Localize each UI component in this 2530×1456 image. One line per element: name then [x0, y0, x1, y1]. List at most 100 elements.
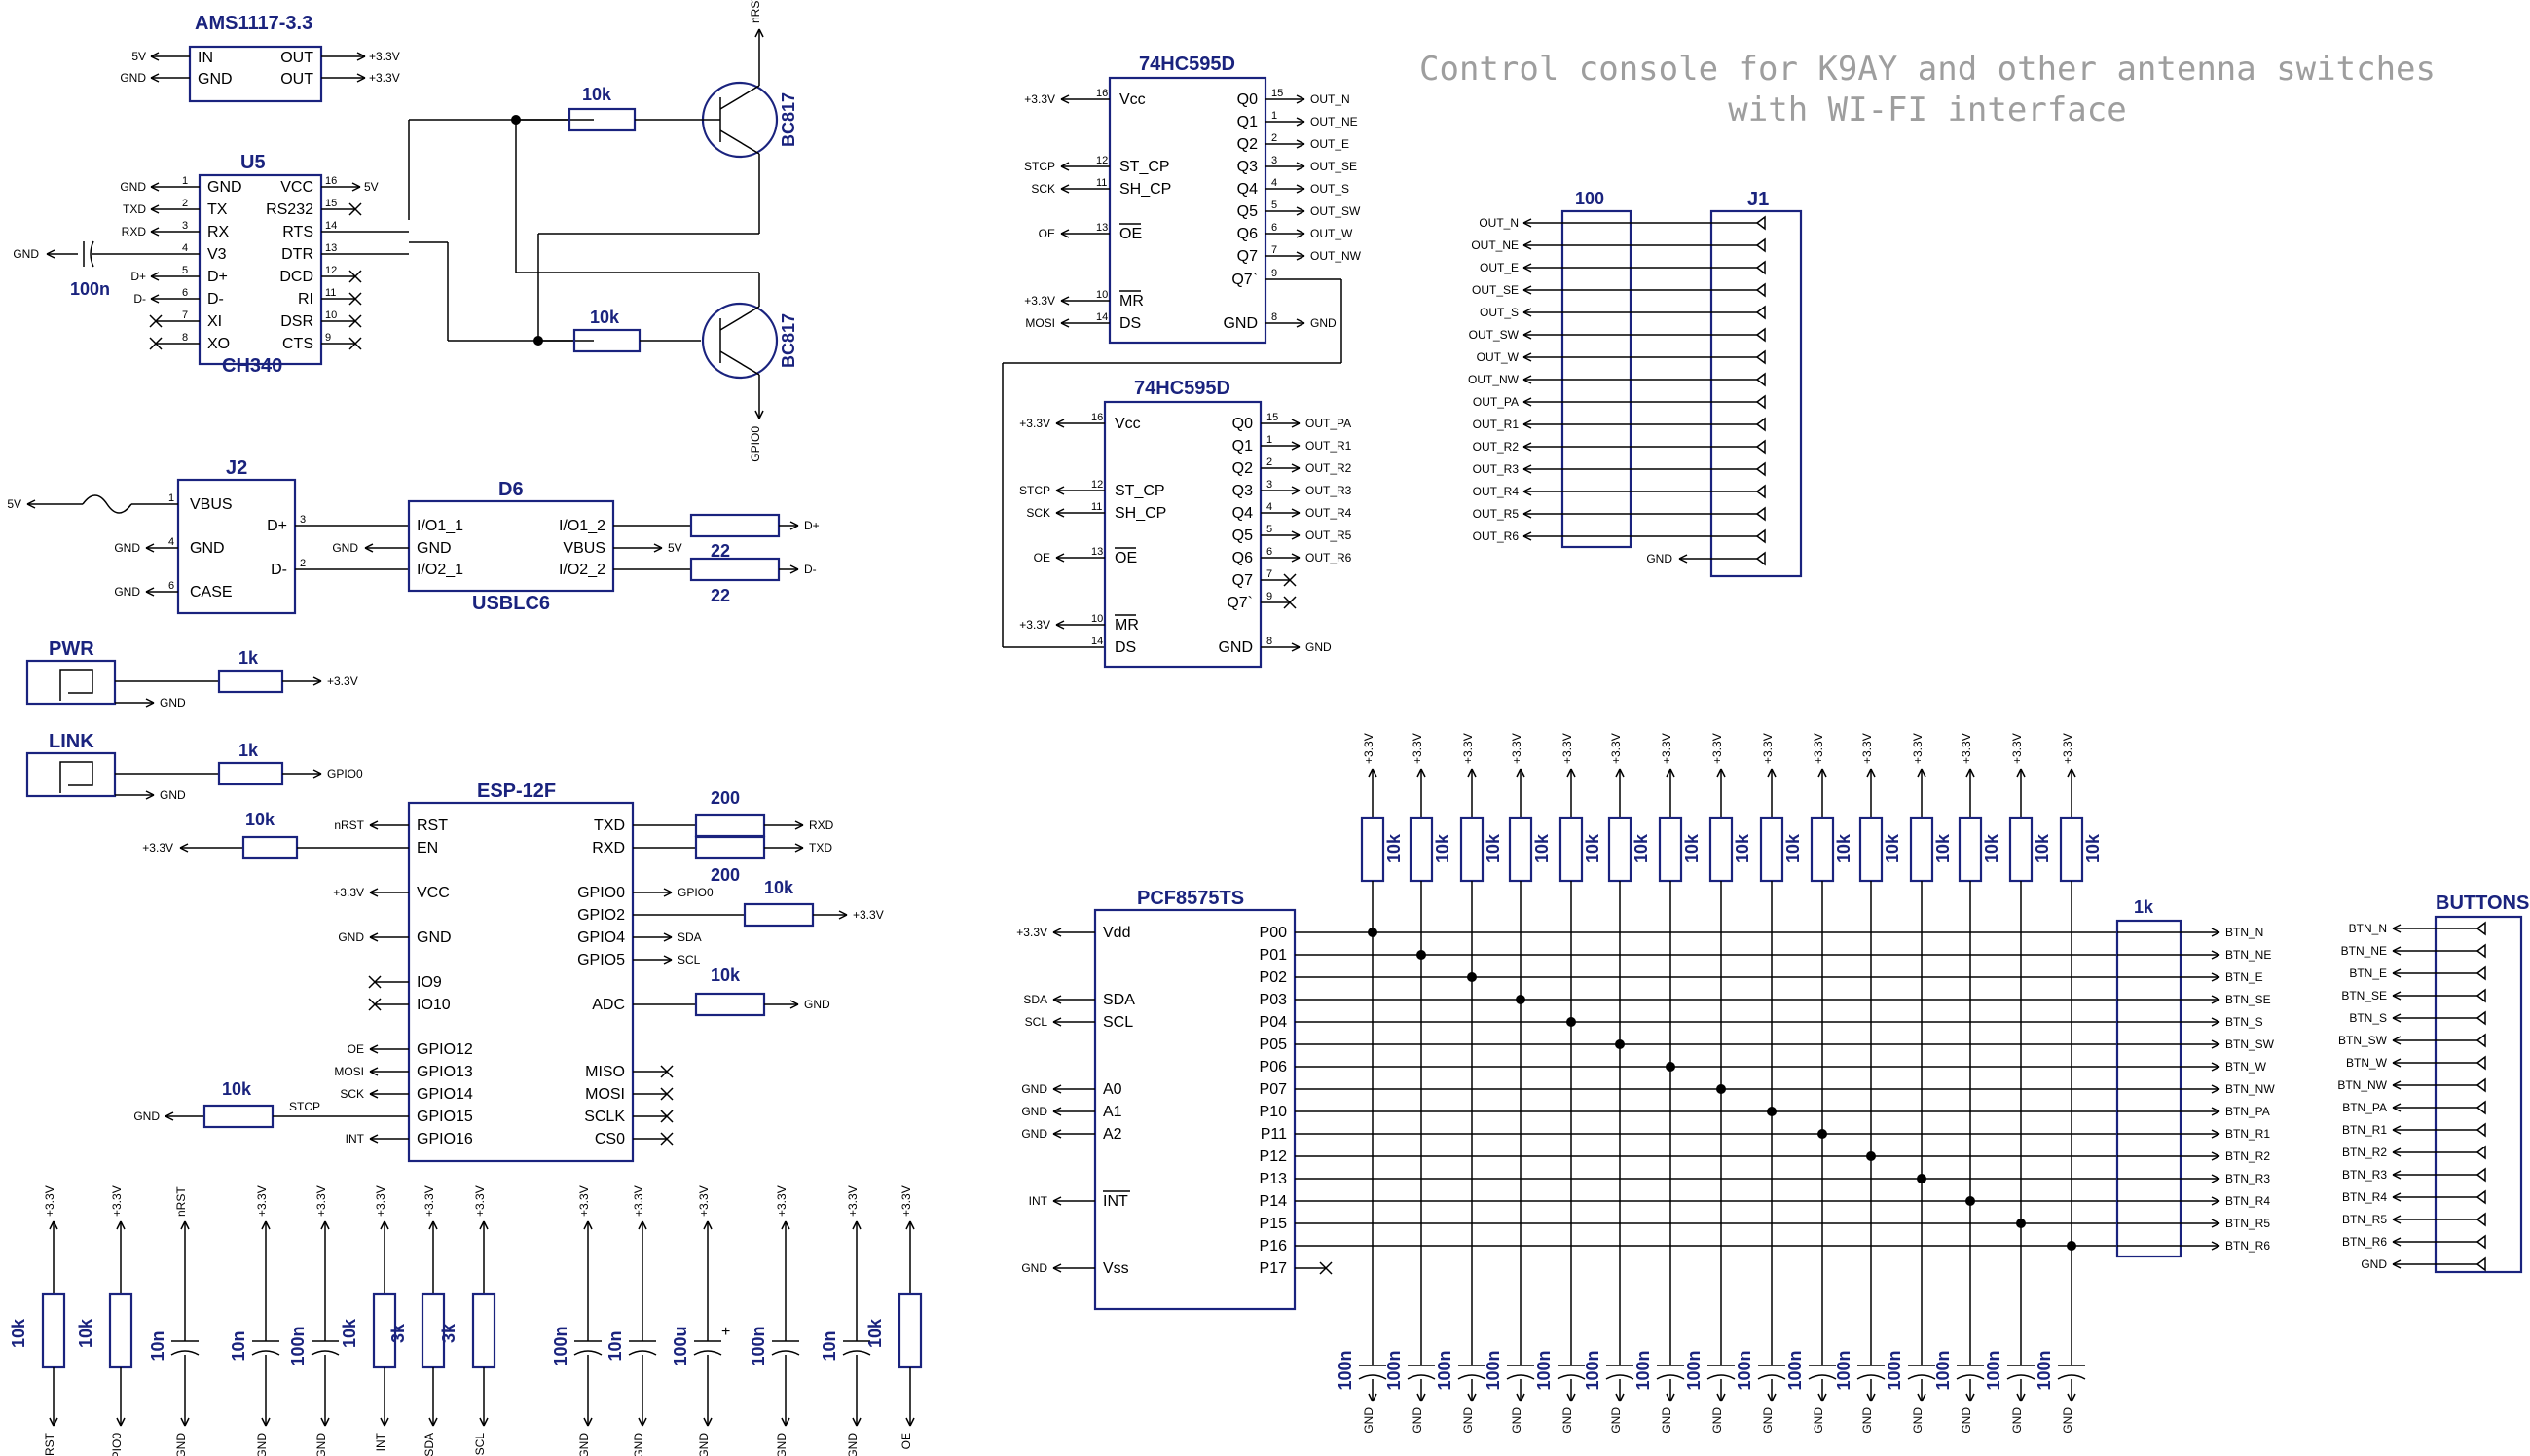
net-label: GND	[120, 71, 146, 85]
pin-label: Q3	[1237, 159, 1258, 175]
net-label: GND	[1660, 1407, 1673, 1434]
pin-icon	[2475, 1256, 2486, 1272]
net-label: GND	[1646, 552, 1672, 565]
arrow-right-icon	[1296, 117, 1305, 127]
arrow-left-icon	[1060, 229, 1070, 238]
arrow-right-icon	[2211, 1241, 2220, 1251]
net-label: +3.3V	[632, 1185, 645, 1217]
resistor-array-value: 1k	[2134, 897, 2154, 917]
arrow-left-icon	[1522, 531, 1532, 541]
ic-pcf8575: PCF8575TSVdd+3.3VSDASDASCLSCLA0GNDA1GNDA…	[1016, 888, 2117, 1311]
net-label: STCP	[1019, 484, 1050, 497]
capacitor-value: 100n	[1384, 1350, 1404, 1390]
arrow-left-icon	[2392, 1013, 2402, 1023]
arrow-up-icon	[1817, 768, 1827, 778]
capacitor-plate	[1956, 1374, 1985, 1380]
pin-label: Q1	[1232, 438, 1253, 455]
pin-label: Q5	[1232, 528, 1253, 544]
capacitor-value: 100n	[2035, 1350, 2054, 1390]
resistor-value: 200	[711, 865, 740, 885]
net-label: GND	[13, 247, 39, 261]
pin-icon	[1755, 417, 1766, 432]
net-label: +3.3V	[1911, 733, 1925, 764]
pin-icon	[2475, 1100, 2486, 1115]
arrow-left-icon	[2392, 946, 2402, 956]
no-connect-icon	[348, 292, 362, 306]
net-label: +3.3V	[1411, 733, 1424, 764]
net-label: GND	[804, 998, 830, 1011]
resistor-value: 10k	[1384, 833, 1404, 863]
net-label: +3.3V	[422, 1185, 436, 1217]
pin-label: VCC	[417, 885, 450, 901]
net-label: GND	[332, 541, 358, 555]
capacitor-value: 100n	[1735, 1350, 1754, 1390]
pin-icon	[1755, 439, 1766, 455]
pin-icon	[2475, 1122, 2486, 1138]
arrow-up-icon	[1516, 768, 1525, 778]
net-label: +3.3V	[1710, 733, 1724, 764]
pin-label: Q7`	[1231, 272, 1258, 288]
arrow-right-icon	[838, 910, 848, 920]
net-label: GND	[314, 1433, 328, 1456]
net-label: nRST	[749, 0, 762, 23]
arrow-up-icon	[1917, 768, 1926, 778]
net-label: OUT_PA	[1305, 417, 1351, 430]
pin-number: 7	[182, 309, 188, 321]
net-label: BTN_R6	[2225, 1239, 2270, 1253]
resistor-body	[694, 813, 766, 838]
arrow-right-icon	[1291, 441, 1301, 451]
arrow-down-icon	[2067, 1393, 2076, 1402]
arrow-down-icon	[428, 1417, 438, 1427]
net-label: +3.3V	[1016, 926, 1047, 939]
arrow-right-icon	[2211, 972, 2220, 982]
capacitor-value: 100n	[1684, 1350, 1704, 1390]
net-label: GND	[632, 1433, 645, 1456]
pin-label: Q1	[1237, 114, 1258, 130]
arrow-left-icon	[1060, 296, 1070, 306]
pin-label: VBUS	[563, 540, 605, 557]
net-label: OE	[899, 1433, 913, 1449]
arrow-left-icon	[1052, 995, 1062, 1004]
pin-icon	[2475, 1212, 2486, 1227]
pin-number: 10	[325, 309, 337, 321]
pin-label: GND	[1218, 639, 1253, 656]
arrow-right-icon	[1296, 318, 1305, 328]
arrow-left-icon	[2392, 1103, 2402, 1112]
arrow-down-icon	[852, 1417, 862, 1427]
net-label: OE	[348, 1042, 364, 1056]
arrow-down-icon	[583, 1417, 593, 1427]
capacitor-value: 100n	[70, 279, 110, 299]
ic-ref: U5	[240, 152, 266, 173]
arrow-up-icon	[2016, 768, 2026, 778]
resistor-value: 10k	[1883, 833, 1902, 863]
net-label: BTN_W	[2225, 1060, 2267, 1074]
arrow-left-icon	[2392, 1147, 2402, 1157]
wire	[719, 350, 760, 376]
net-label: OUT_R6	[1473, 529, 1520, 543]
net-label: OUT_R3	[1305, 484, 1352, 497]
resistor-body	[2059, 816, 2084, 883]
pin-number: 1	[1266, 434, 1272, 446]
led-body	[25, 659, 117, 706]
pin-label: GPIO4	[577, 929, 625, 946]
pin-number: 3	[300, 514, 306, 526]
pin-label: OUT	[280, 71, 313, 88]
arrow-down-icon	[2016, 1393, 2026, 1402]
capacitor-value: 10n	[820, 1330, 839, 1361]
pin-number: 4	[1266, 501, 1272, 513]
arrow-left-icon	[26, 499, 36, 509]
arrow-up-icon	[180, 1220, 190, 1230]
capacitor-plate	[2006, 1374, 2035, 1380]
component-body	[1093, 908, 1297, 1311]
arrow-up-icon	[49, 1220, 58, 1230]
pin-number: 16	[325, 175, 337, 187]
arrow-right-icon	[2211, 1174, 2220, 1183]
resistor-body	[471, 1292, 496, 1369]
capacitor-plate	[1407, 1374, 1436, 1380]
net-label: GPIO0	[110, 1433, 124, 1456]
pin-label: D+	[267, 518, 287, 534]
